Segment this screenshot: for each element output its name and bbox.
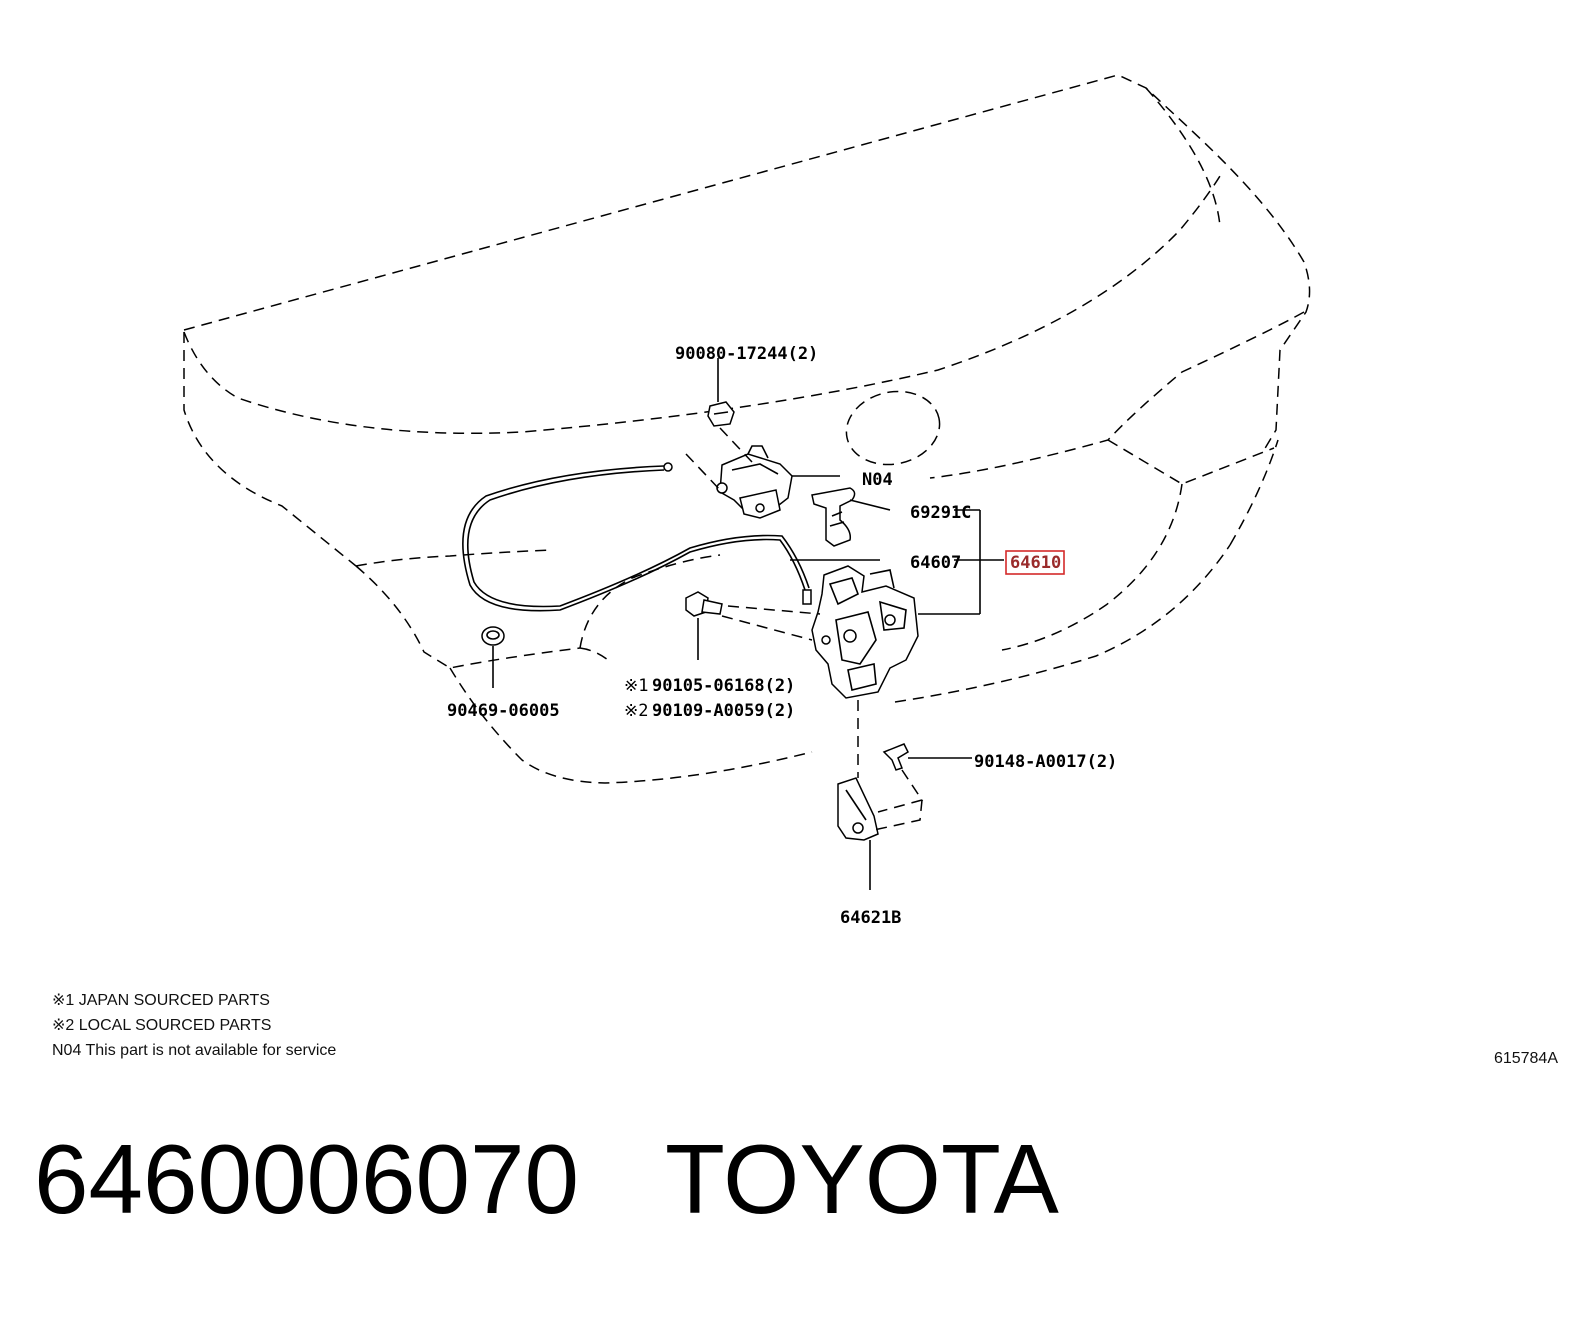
callout-screw-local[interactable]: 90109-A0059(2): [652, 701, 795, 721]
callout-assembly[interactable]: 64610: [1010, 553, 1061, 573]
callout-bracket[interactable]: 64621B: [840, 908, 901, 928]
caption-part-number: 6460006070: [34, 1124, 580, 1234]
n04-part: [716, 445, 793, 519]
cushion-part: [481, 626, 505, 646]
footnote-local: ※2 LOCAL SOURCED PARTS: [52, 1017, 272, 1034]
footnote-japan: ※1 JAPAN SOURCED PARTS: [52, 992, 270, 1009]
lock-assembly-part: [811, 565, 919, 699]
callout-screw-japan-mark: ※1: [624, 676, 648, 696]
callout-bracket-screw[interactable]: 90148-A0017(2): [974, 752, 1117, 772]
leader-lines: [492, 358, 1004, 890]
illustration-code: 615784A: [1493, 1050, 1558, 1067]
callout-cushion[interactable]: 90469-06005: [447, 701, 560, 721]
lock-cylinder-part: [811, 487, 856, 547]
bracket-screw-part: [882, 743, 909, 771]
callout-cylinder[interactable]: 69291C: [910, 503, 971, 523]
release-cable: [462, 462, 812, 612]
assembly-highlight-box: [1005, 550, 1065, 575]
callout-n04[interactable]: N04: [862, 470, 893, 490]
callout-bolt-top[interactable]: 90080-17244(2): [675, 344, 818, 364]
bolt-top-part: [707, 401, 735, 427]
assembly-guides: [685, 427, 924, 831]
caption-brand: TOYOTA: [665, 1124, 1059, 1234]
footnote-n04: N04 This part is not available for servi…: [52, 1042, 337, 1059]
callout-screw-local-mark: ※2: [624, 701, 648, 721]
callout-labels: 90080-17244(2) N04 69291C 64607 64610 ※1…: [447, 344, 1117, 928]
bracket-part: [837, 777, 879, 841]
footnotes: ※1 JAPAN SOURCED PARTS ※2 LOCAL SOURCED …: [52, 988, 472, 1063]
callout-cable[interactable]: 64607: [910, 553, 961, 573]
lock-screw-part: [685, 591, 723, 617]
callout-screw-japan[interactable]: 90105-06168(2): [652, 676, 795, 696]
